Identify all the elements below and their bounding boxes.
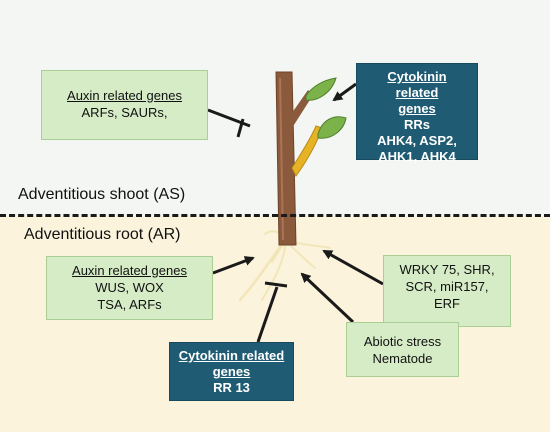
stem [275, 71, 297, 246]
cytokinin-shoot-gene-1: RRs [403, 117, 430, 132]
auxin-root-arrow [212, 256, 255, 275]
cytokinin-shoot-arrow [332, 82, 357, 102]
cytokinin-root-inhibit-bar [264, 281, 288, 288]
leaf-upper [305, 77, 337, 101]
stress-root-line-1: Abiotic stress [363, 334, 442, 349]
stress-root-line-2: Nematode [372, 351, 433, 366]
auxin-root-gene-1: WUS, WOX [95, 280, 164, 295]
cytokinin-root-inhibit-line [256, 286, 279, 343]
root-section-label: Adventitious root (AR) [24, 226, 181, 243]
auxin-shoot-inhibit-bar [236, 118, 245, 138]
auxin-shoot-genes: ARFs, SAURs, [81, 105, 168, 120]
soil-line [0, 214, 550, 217]
cytokinin-shoot-heading-1: Cytokinin related [387, 69, 447, 100]
wrky-root-box: WRKY 75, SHR, SCR, miR157, ERF [383, 255, 511, 327]
shoot-section-label: Adventitious shoot (AS) [18, 186, 186, 203]
stress-root-box: Abiotic stress Nematode [346, 322, 459, 377]
cytokinin-shoot-box: Cytokinin related genes RRs AHK4, ASP2, … [356, 63, 478, 164]
cytokinin-shoot-gene-2: AHK4, ASP2, [377, 133, 457, 148]
stress-root-arrow [300, 272, 355, 324]
new-shoot [291, 125, 323, 177]
auxin-shoot-box: Auxin related genes ARFs, SAURs, [41, 70, 208, 140]
leaf-lower [317, 116, 347, 139]
wrky-root-arrow [322, 249, 384, 286]
auxin-shoot-inhibit-line [207, 108, 251, 128]
cytokinin-root-gene: RR 13 [213, 380, 250, 395]
auxin-root-gene-2: TSA, ARFs [97, 297, 162, 312]
wrky-root-gene-3: ERF [434, 296, 460, 311]
auxin-shoot-heading: Auxin related genes [67, 88, 182, 103]
auxin-root-box: Auxin related genes WUS, WOX TSA, ARFs [46, 256, 213, 320]
wrky-root-gene-1: WRKY 75, SHR, [399, 262, 495, 277]
cytokinin-root-heading-1: Cytokinin related [178, 348, 285, 363]
cytokinin-shoot-gene-3: AHK1, AHK4 [378, 149, 456, 164]
cytokinin-shoot-heading-2: genes [398, 101, 436, 116]
cytokinin-root-heading-2: genes [212, 364, 251, 379]
cytokinin-root-box: Cytokinin related genes RR 13 [169, 342, 294, 401]
wrky-root-gene-2: SCR, miR157, [405, 279, 489, 294]
auxin-root-heading: Auxin related genes [72, 263, 187, 278]
